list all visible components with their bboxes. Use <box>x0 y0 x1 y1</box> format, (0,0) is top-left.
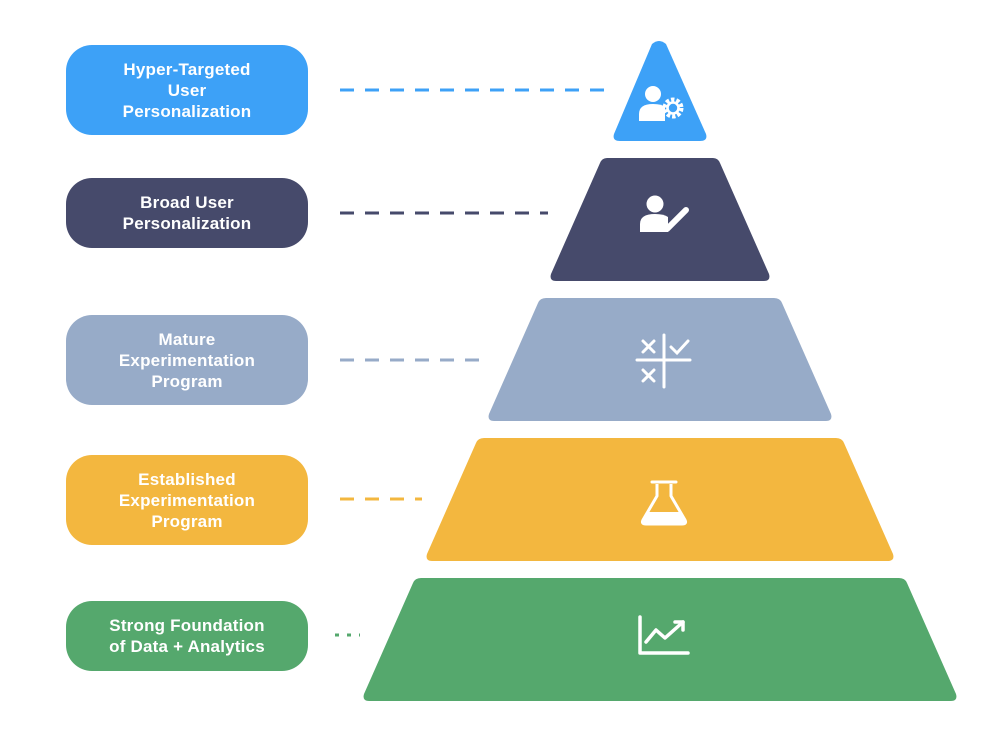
level-label-mature-experimentation: Mature Experimentation Program <box>66 315 308 405</box>
line-chart-icon <box>638 615 690 655</box>
level-label-hyper-targeted: Hyper-Targeted User Personalization <box>66 45 308 135</box>
pyramid-tier-base <box>363 578 957 701</box>
level-label-broad-user: Broad User Personalization <box>66 178 308 248</box>
experiment-grid-icon <box>635 333 692 389</box>
user-edit-icon <box>640 195 689 232</box>
user-gear-icon <box>639 86 684 121</box>
flask-icon <box>640 480 688 526</box>
pyramid-tier-4 <box>426 438 894 561</box>
level-label-established-experimentation: Established Experimentation Program <box>66 455 308 545</box>
level-label-data-foundation: Strong Foundation of Data + Analytics <box>66 601 308 671</box>
